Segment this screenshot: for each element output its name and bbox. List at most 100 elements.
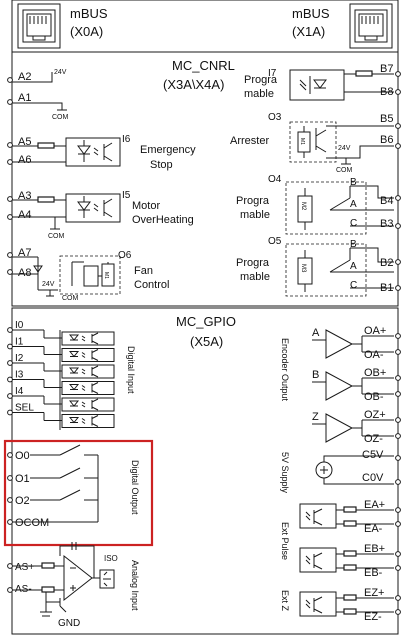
i7-channel: I7 xyxy=(268,68,277,79)
cnrl-title: MC_CNRL xyxy=(172,58,235,73)
pin-b5-terminal xyxy=(395,123,401,129)
pin-b1-label: B1 xyxy=(380,282,393,294)
pin-sel-terminal xyxy=(7,409,13,416)
a4-com-label: COM xyxy=(48,233,65,240)
encoder-channel-b: B xyxy=(312,369,319,381)
pin-ob-plus-terminal xyxy=(395,375,401,381)
pin-a7-label: A7 xyxy=(18,247,31,259)
pin-c5v-terminal xyxy=(395,455,401,461)
pin-ea-plus-label: EA+ xyxy=(364,499,385,511)
fan-label-1: Fan xyxy=(134,265,153,277)
analog-gnd-label: GND xyxy=(58,618,80,629)
pin-b6-terminal xyxy=(395,143,401,149)
cnrl-subtitle: (X3A\X4A) xyxy=(163,77,224,92)
pin-b8-terminal xyxy=(395,89,401,95)
motor-overheating-input: A3 A4 COM I5 Motor OverHeating xyxy=(7,190,194,240)
gpio-title: MC_GPIO xyxy=(176,314,236,329)
pin-oa-minus-label: OA- xyxy=(364,349,384,361)
pin-a6-terminal xyxy=(7,159,13,165)
pin-as-minus-terminal xyxy=(7,587,13,593)
o4-label-2: mable xyxy=(240,209,270,221)
ext-z-label: Ext Z xyxy=(280,590,290,612)
pin-i3-terminal xyxy=(7,376,13,383)
pin-b4-label: B4 xyxy=(380,195,393,207)
pin-o0-label: O0 xyxy=(15,450,30,462)
pin-a3-terminal xyxy=(7,196,13,202)
emergency-label-1: Emergency xyxy=(140,144,196,156)
pin-a5-label: A5 xyxy=(18,136,31,148)
pin-ez-plus-label: EZ+ xyxy=(364,587,384,599)
pin-oz-plus-label: OZ+ xyxy=(364,409,386,421)
pin-a6-label: A6 xyxy=(18,154,31,166)
pin-b1-terminal xyxy=(395,285,401,291)
digital-output-label: Digital Output xyxy=(130,460,140,515)
pin-o0-terminal xyxy=(7,452,13,458)
pin-i3-label: I3 xyxy=(15,370,24,381)
x1a-port: (X1A) xyxy=(292,24,325,39)
pin-b8-label: B8 xyxy=(380,86,393,98)
pin-b5-label: B5 xyxy=(380,113,393,125)
analog-input-block: AS+ AS- GND ISO Analog Input xyxy=(7,542,140,629)
o4-label-1: Progra xyxy=(236,195,270,207)
pin-b7-label: B7 xyxy=(380,63,393,75)
pin-c0v-terminal xyxy=(395,479,401,485)
analog-input-label: Analog Input xyxy=(130,560,140,611)
o5-coil-label: M3 xyxy=(300,264,306,273)
pin-eb-minus-label: EB- xyxy=(364,567,383,579)
pin-b6-label: B6 xyxy=(380,134,393,146)
fan-control-output: A7 A8 24V COM M1 O6 Fan Control xyxy=(7,247,169,302)
pin-ob-minus-terminal xyxy=(395,391,401,397)
o3-channel: O3 xyxy=(268,112,282,123)
o5-contact-b: B xyxy=(350,239,357,250)
o5-contact-a: A xyxy=(350,261,357,272)
o4-contact-a: A xyxy=(350,199,357,210)
b6-supply-label: 24V xyxy=(338,145,351,152)
pin-i1-label: I1 xyxy=(15,337,24,348)
pin-oz-plus-terminal xyxy=(395,417,401,423)
o5-channel: O5 xyxy=(268,236,282,247)
o5-label-1: Progra xyxy=(236,257,270,269)
supply-5v-block: 5V Supply C5V C0V xyxy=(280,449,401,494)
pin-sel-label: SEL xyxy=(15,403,34,414)
pin-ea-minus-terminal xyxy=(395,521,401,527)
supply-5v-label: 5V Supply xyxy=(280,452,290,494)
pin-c0v-label: C0V xyxy=(362,472,384,484)
o4-contact-c: C xyxy=(350,218,357,229)
pin-i4-terminal xyxy=(7,393,13,399)
encoder-output-label: Encoder Output xyxy=(280,338,290,402)
o3-arrester-output: O3 Arrester 24V COM B5 B6 M1 xyxy=(230,112,401,174)
pin-i0-label: I0 xyxy=(15,320,24,331)
emergency-stop-input: A5 A6 I6 Emergency Stop xyxy=(7,134,196,171)
pin-a4-label: A4 xyxy=(18,209,31,221)
pin-i2-label: I2 xyxy=(15,353,24,364)
pin-o2-label: O2 xyxy=(15,495,30,507)
digital-output-highlight xyxy=(3,439,154,547)
digital-input-label: Digital Input xyxy=(126,346,136,394)
o4-channel: O4 xyxy=(268,174,282,185)
pin-as-plus-terminal xyxy=(7,563,13,569)
pin-b4-terminal xyxy=(395,195,401,201)
pin-o1-terminal xyxy=(7,475,13,481)
pin-a8-terminal xyxy=(7,269,13,275)
pin-eb-minus-terminal xyxy=(395,565,401,571)
pin-c5v-label: C5V xyxy=(362,449,384,461)
encoder-channel-a: A xyxy=(312,327,320,339)
pin-a2-label: A2 xyxy=(18,71,31,83)
o6-channel: O6 xyxy=(118,250,132,261)
gpio-subtitle: (X5A) xyxy=(190,334,223,349)
pin-ob-plus-label: OB+ xyxy=(364,367,386,379)
pin-ea-minus-label: EA- xyxy=(364,523,383,535)
pin-i2-terminal xyxy=(7,360,13,366)
pin-o2-terminal xyxy=(7,497,13,503)
pin-a1-terminal xyxy=(7,99,13,105)
pin-b7-terminal xyxy=(395,71,401,77)
i7-label-1: Progra xyxy=(244,74,278,86)
ext-pulse-block: EA+EA-EB+EB-EZ+EZ- Ext Pulse Ext Z xyxy=(280,499,401,623)
o4-programmable-output: O4 Progra mable M2 B A C B4 B3 xyxy=(236,174,401,235)
pin-i1-terminal xyxy=(7,343,13,350)
